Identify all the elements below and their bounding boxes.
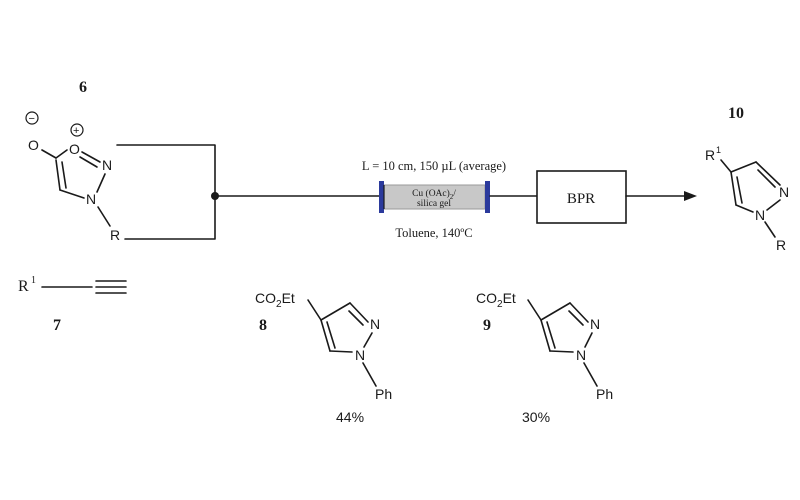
pyrazole-nitrogen-2-10: N xyxy=(779,184,789,200)
condition-length-volume: L = 10 cm, 150 µL (average) xyxy=(362,159,506,173)
pyrazole-nitrogen-1-10: N xyxy=(755,207,765,223)
compound-7-label: 7 xyxy=(53,317,61,334)
ring-nitrogen-2: N xyxy=(102,157,112,173)
compound-8-label: 8 xyxy=(259,317,267,334)
exocyclic-oxygen: O xyxy=(28,137,39,153)
compound-10-label: 10 xyxy=(728,105,744,122)
column-endcap-left xyxy=(379,181,384,213)
positive-charge-sign: + xyxy=(73,125,79,137)
compound-8-pyrazole: CO2Et 8 N N Ph 44% xyxy=(255,290,392,425)
pyrazole-nitrogen-1-9: N xyxy=(576,347,586,363)
output-arrow-head xyxy=(684,191,697,201)
phenyl-9: Ph xyxy=(596,386,613,402)
substituent-R-6: R xyxy=(110,227,120,243)
compound-10-pyrazole: 10 R 1 N N R xyxy=(705,105,789,253)
yield-8: 44% xyxy=(336,409,364,425)
positive-charge-circle xyxy=(70,123,84,137)
compound-7-alkyne: R 1 7 xyxy=(18,275,127,334)
phenyl-8: Ph xyxy=(375,386,392,402)
compound-9-pyrazole: CO2Et 9 N N Ph 30% xyxy=(476,290,613,425)
compound-6-sydnone: 6 − + O O N N R xyxy=(25,79,120,243)
reaction-conditions: L = 10 cm, 150 µL (average) Cu (OAc)2/ s… xyxy=(362,159,506,240)
pyrazole-nitrogen-2-8: N xyxy=(370,316,380,332)
ester-group-9: CO2Et xyxy=(476,290,516,310)
bpr-box xyxy=(536,170,627,224)
ester-group-8: CO2Et xyxy=(255,290,295,310)
flow-setup: BPR xyxy=(116,144,697,240)
negative-charge-sign: − xyxy=(29,113,35,125)
compound-9-label: 9 xyxy=(483,317,491,334)
substituent-R1-7: R xyxy=(18,278,29,295)
substituent-R1-10: R xyxy=(705,147,715,163)
bpr-label: BPR xyxy=(567,191,595,207)
negative-charge-circle xyxy=(25,111,39,125)
feed-line-7 xyxy=(124,195,216,240)
condition-solvent-temperature: Toluene, 140ºC xyxy=(395,226,472,240)
pyrazole-nitrogen-1-8: N xyxy=(355,347,365,363)
yield-9: 30% xyxy=(522,409,550,425)
ring-oxygen: O xyxy=(69,141,80,157)
feed-line-6 xyxy=(116,144,216,197)
superscript-1-7: 1 xyxy=(31,275,36,286)
column-endcap-right xyxy=(485,181,490,213)
superscript-1-10: 1 xyxy=(716,145,721,155)
column-packing-line2: silica gel xyxy=(417,199,451,209)
compound-6-label: 6 xyxy=(79,79,87,96)
ring-nitrogen-3: N xyxy=(86,191,96,207)
pyrazole-nitrogen-2-9: N xyxy=(590,316,600,332)
column-packing-line1: Cu (OAc)2/ xyxy=(412,188,456,201)
substituent-R-10: R xyxy=(776,237,786,253)
